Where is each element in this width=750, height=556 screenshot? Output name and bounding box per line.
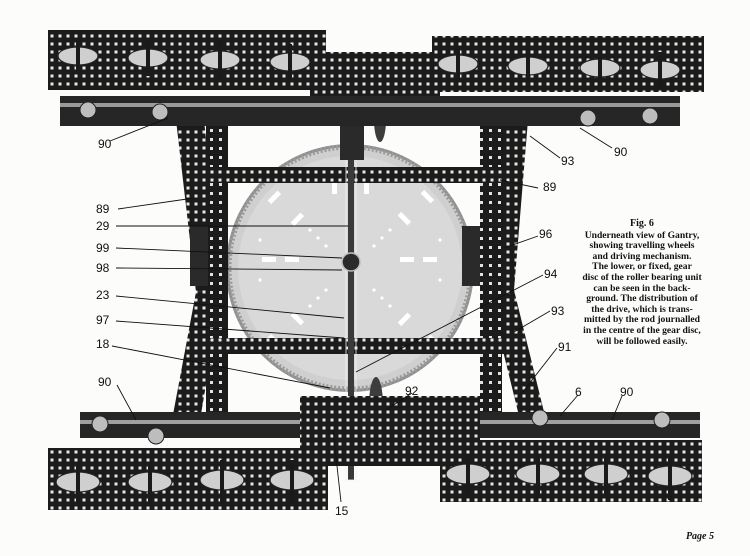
caption-line: The lower, or fixed, gear — [592, 261, 692, 273]
caption-line: the drive, which is trans- — [591, 303, 693, 315]
caption-body: Underneath view of Gantry, showing trave… — [572, 229, 712, 348]
top-carriage — [48, 30, 704, 127]
callout-90-top-left: 90 — [98, 137, 112, 151]
callout-90-bottom-left: 90 — [98, 375, 112, 389]
callout-90-bottom-right: 90 — [620, 385, 634, 399]
callout-29: 29 — [96, 219, 110, 233]
callout-89-right: 89 — [543, 180, 557, 194]
callout-90-top-right: 90 — [614, 145, 628, 159]
callout-15: 15 — [335, 504, 349, 518]
callout-97: 97 — [96, 313, 110, 327]
callout-94: 94 — [544, 267, 558, 281]
caption-line: disc of the roller bearing unit — [582, 271, 702, 283]
figure-caption: Fig. 6 Underneath view of Gantry, showin… — [572, 218, 712, 348]
callout-99: 99 — [96, 241, 110, 255]
bottom-carriage — [48, 396, 702, 510]
callout-89-left: 89 — [96, 202, 110, 216]
callout-96: 96 — [539, 227, 553, 241]
caption-line: will be followed easily. — [596, 335, 688, 347]
caption-line: can be seen in the back- — [593, 282, 691, 294]
callout-93-lower: 93 — [551, 304, 565, 318]
figure-number: Fig. 6 — [630, 218, 654, 229]
callout-91: 91 — [558, 340, 572, 354]
leader-lines — [109, 117, 623, 503]
caption-line: and driving mechanism. — [592, 250, 692, 262]
caption-line: ground. The distribution of — [586, 293, 698, 305]
page-number: Page 5 — [685, 531, 714, 542]
cross-girders — [190, 167, 516, 354]
callout-23: 23 — [96, 288, 110, 302]
callout-98: 98 — [96, 261, 110, 275]
caption-line: mitted by the rod journalled — [583, 314, 700, 326]
callout-93-upper: 93 — [561, 154, 575, 168]
caption-line: in the centre of the gear disc, — [583, 324, 701, 336]
callout-18: 18 — [96, 337, 110, 351]
callout-92: 92 — [405, 384, 419, 398]
caption-line: showing travelling wheels — [589, 240, 695, 252]
callout-6: 6 — [575, 385, 582, 399]
caption-line: Underneath view of Gantry, — [584, 229, 700, 241]
